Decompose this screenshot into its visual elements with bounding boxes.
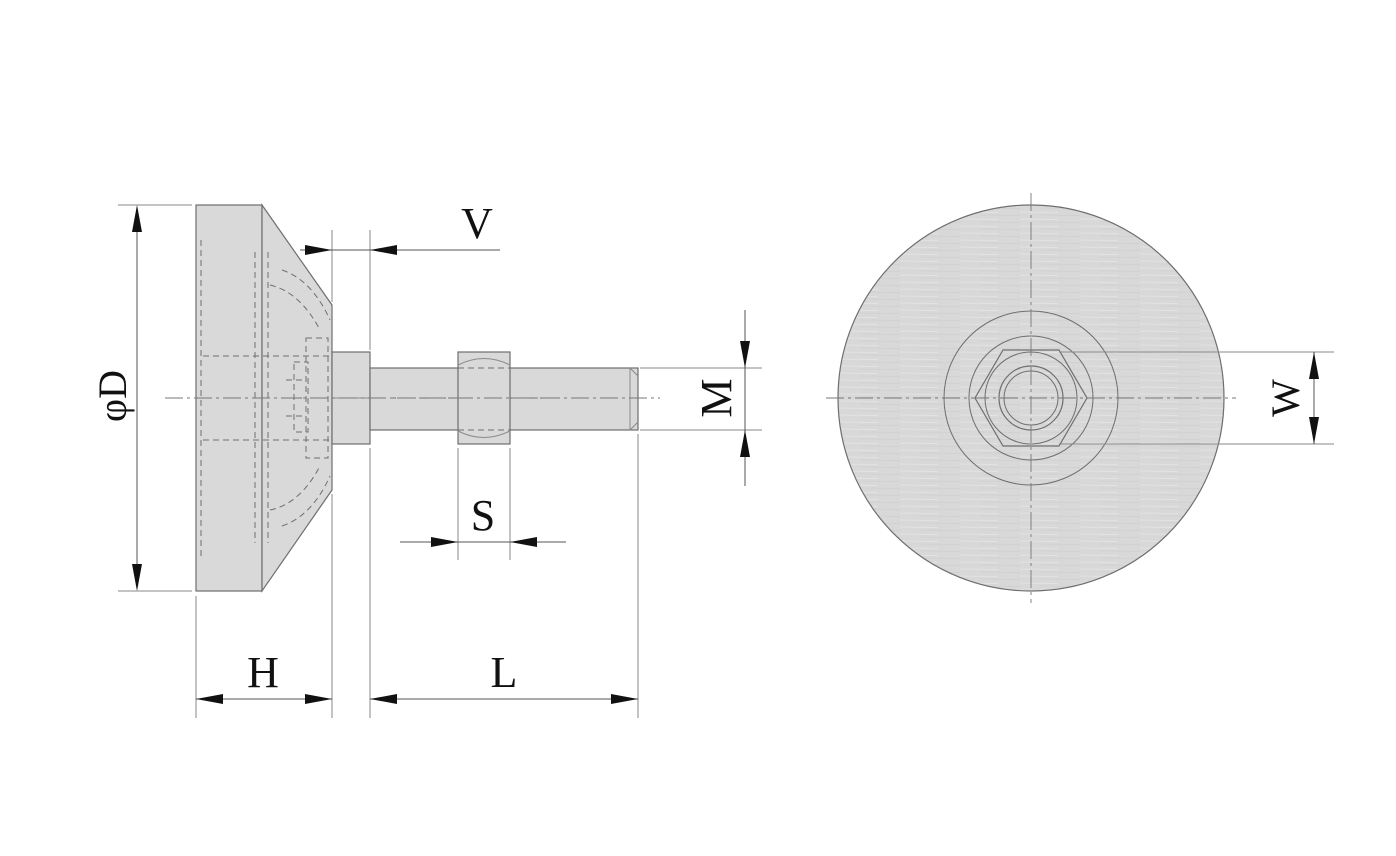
dimension-s — [400, 448, 566, 560]
label-l: L — [491, 648, 518, 697]
dimension-m — [640, 310, 762, 486]
label-w: W — [1263, 379, 1308, 417]
dimension-w — [1059, 351, 1334, 445]
label-h: H — [247, 648, 279, 697]
dimension-d — [118, 204, 192, 592]
dimension-h — [195, 494, 333, 718]
side-view — [165, 203, 660, 593]
label-diameter: φD — [90, 370, 135, 422]
label-m: M — [692, 378, 741, 417]
dimension-v — [300, 230, 500, 350]
label-v: V — [461, 199, 493, 248]
label-s: S — [471, 491, 495, 540]
front-view — [826, 193, 1236, 603]
dimension-l — [369, 434, 639, 718]
